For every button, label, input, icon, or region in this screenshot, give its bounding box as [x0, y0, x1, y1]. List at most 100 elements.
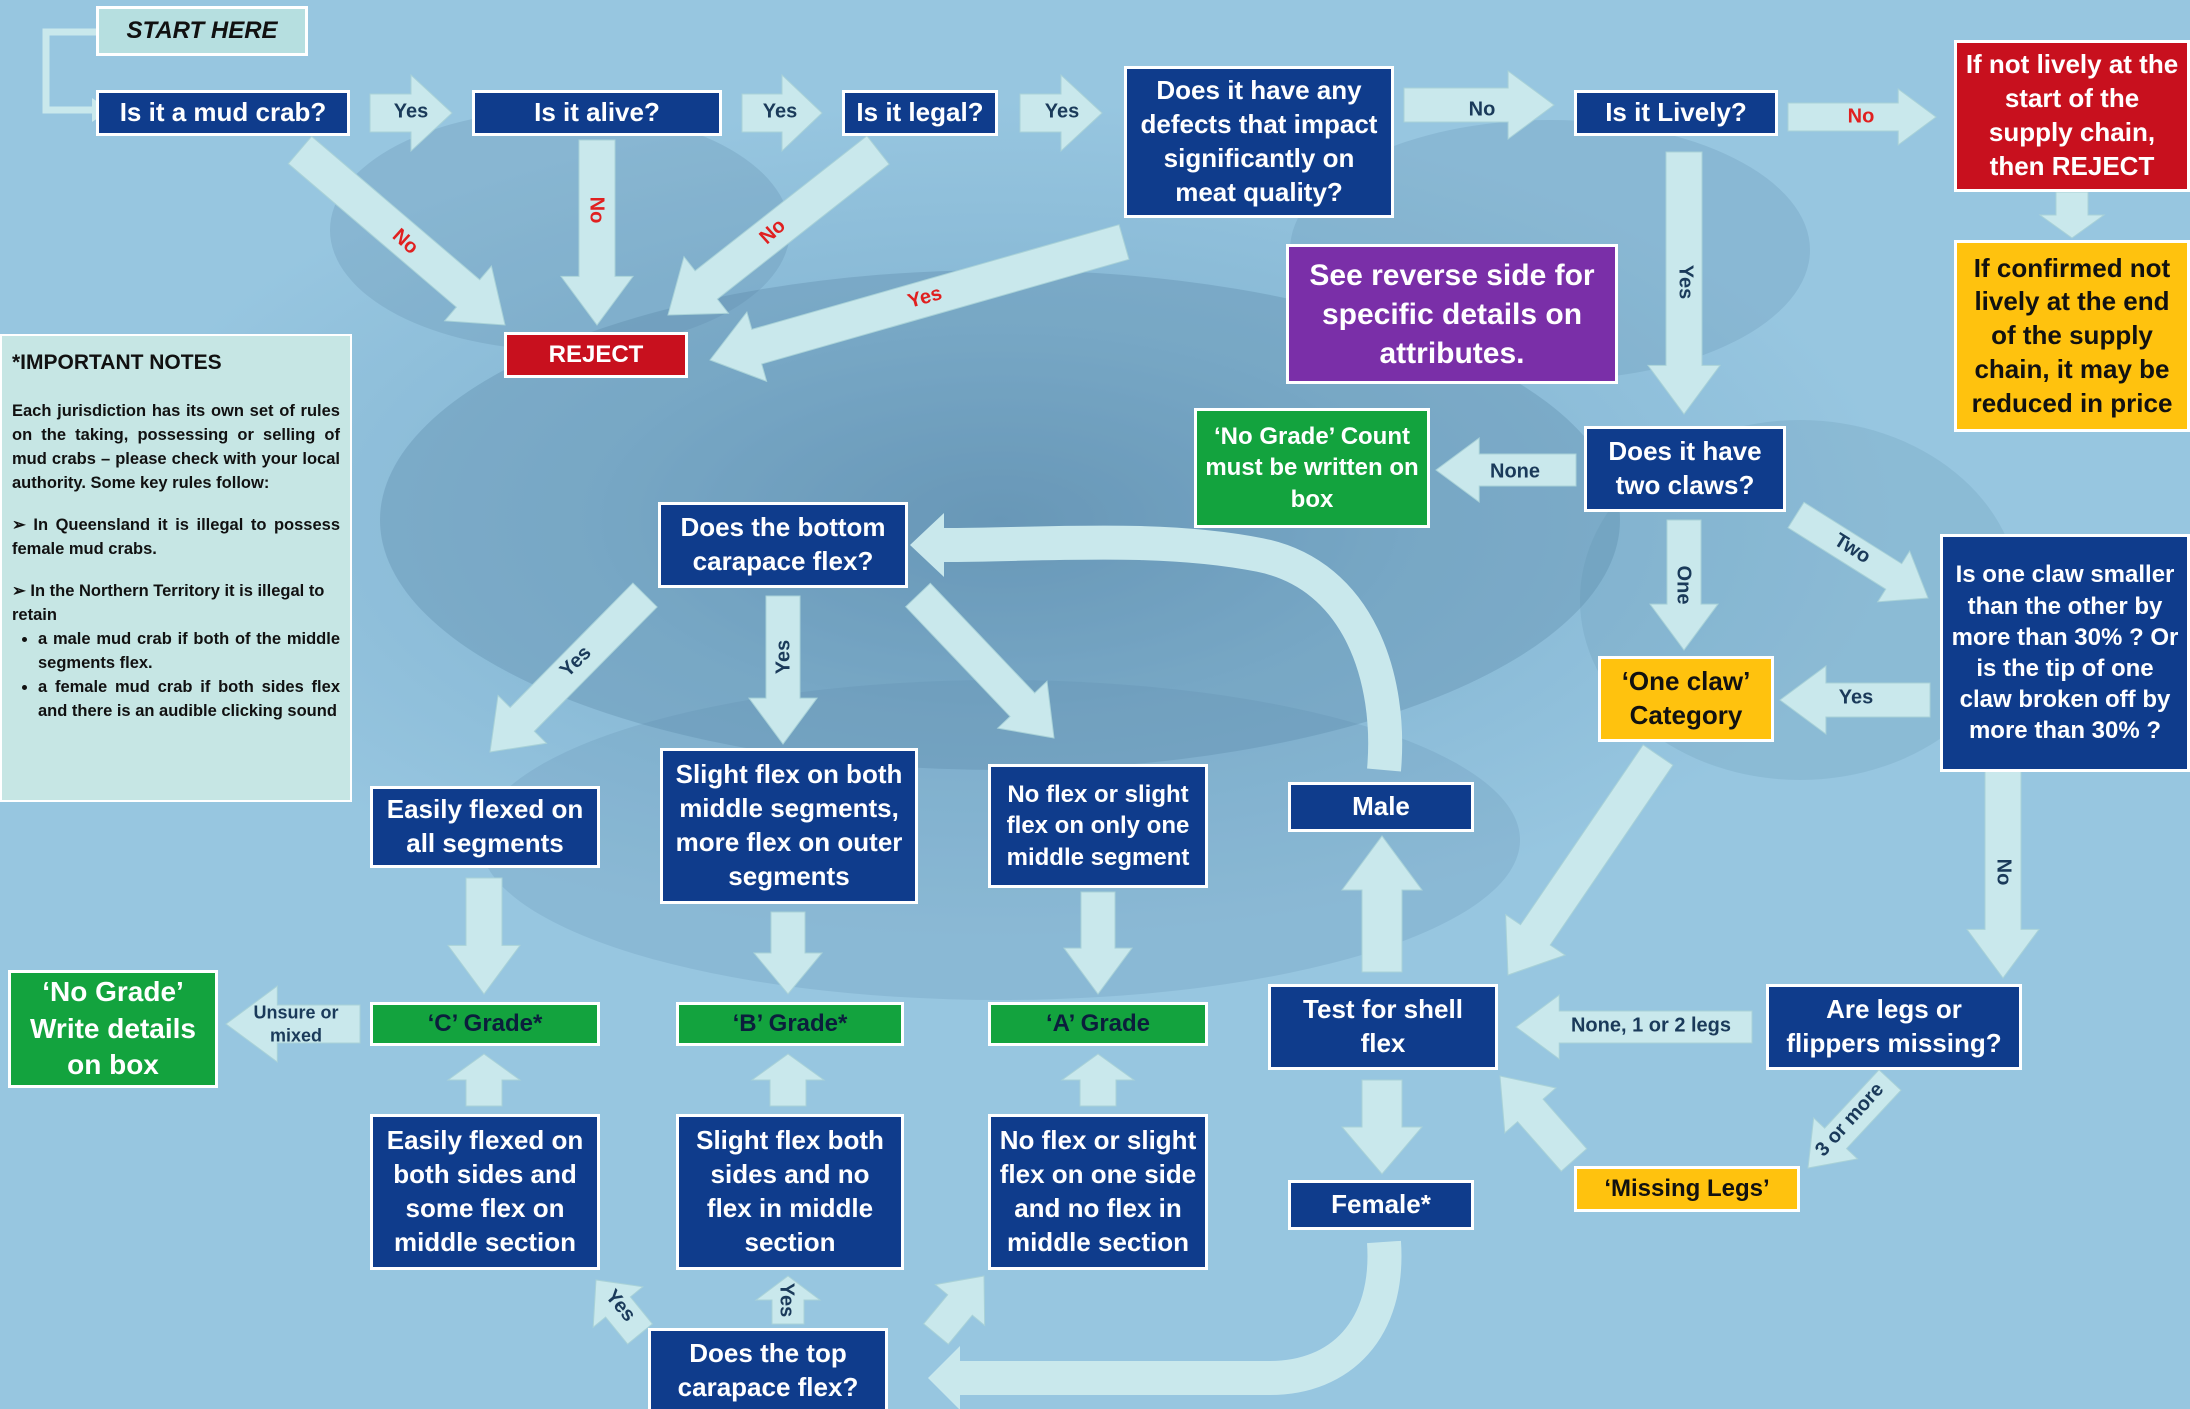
- top-easily-flexed-box: Easily flexed on both sides and some fle…: [370, 1114, 600, 1270]
- notes-nt-list: a male mud crab if both of the middle se…: [12, 628, 340, 724]
- alive-question: Is it alive?: [534, 97, 660, 128]
- bottom-slight-flex-box: Slight flex on both middle segments, mor…: [660, 748, 918, 904]
- label-yes-top-mid: Yes: [775, 1282, 798, 1318]
- bottom-slight-flex-text: Slight flex on both middle segments, mor…: [675, 759, 903, 891]
- missing-legs-text: ‘Missing Legs’: [1604, 1175, 1770, 1203]
- arrow-testshell-to-male: [1341, 835, 1423, 973]
- notes-northern-territory: ➢ In the Northern Territory it is illega…: [12, 581, 325, 624]
- reject-text: REJECT: [548, 341, 644, 369]
- arrow-topnone-to-a: [1060, 1053, 1136, 1107]
- label-unsure-or-mixed: Unsure or mixed: [253, 1002, 339, 1046]
- male-text: Male: [1352, 791, 1410, 822]
- arrow-twoclaws-to-clawsmaller: [1787, 501, 1929, 603]
- label-yes-alive: Yes: [762, 100, 798, 123]
- arrow-lively-to-notlively: [1787, 88, 1937, 146]
- grade-c-box: ‘C’ Grade*: [370, 1002, 600, 1046]
- arrow-mudcrab-to-alive: [369, 73, 453, 153]
- notes-intro: Each jurisdiction has its own set of rul…: [12, 402, 340, 493]
- arrow-testshell-to-female: [1340, 1079, 1424, 1175]
- legs-missing-question-box: Are legs or flippers missing?: [1766, 984, 2022, 1070]
- arrow-slight-to-b: [752, 911, 824, 995]
- arrow-lively-to-twoclaws: [1647, 151, 1721, 415]
- arrow-clawsmaller-to-legs: [1966, 769, 2040, 979]
- notes-nt-male: a male mud crab if both of the middle se…: [38, 628, 340, 676]
- label-no-alive: No: [585, 196, 608, 224]
- arrow-bottom-to-easy: [489, 582, 658, 753]
- bottom-easily-flexed-text: Easily flexed on all segments: [386, 794, 584, 858]
- reject-box: REJECT: [504, 332, 688, 378]
- notes-queensland: ➢ In Queensland it is illegal to possess…: [12, 516, 340, 559]
- arrow-legs-to-missinglegs: [1807, 1069, 1902, 1169]
- arrow-top-to-easy: [592, 1279, 654, 1345]
- grade-c-text: ‘C’ Grade*: [427, 1010, 543, 1038]
- top-slight-flex-box: Slight flex both sides and no flex in mi…: [676, 1114, 904, 1270]
- arrow-clawsmaller-to-oneclaw: [1779, 665, 1931, 735]
- claw-smaller-question: Is one claw smaller than the other by mo…: [1951, 561, 2179, 745]
- label-none-twoclaws: None: [1490, 460, 1540, 483]
- top-no-flex-text: No flex or slight flex on one side and n…: [999, 1125, 1197, 1257]
- bottom-easily-flexed-box: Easily flexed on all segments: [370, 786, 600, 868]
- bottom-carapace-question: Does the bottom carapace flex?: [680, 512, 886, 576]
- not-lively-start-box: If not lively at the start of the supply…: [1954, 40, 2190, 192]
- male-box: Male: [1288, 782, 1474, 832]
- notes-title: *IMPORTANT NOTES: [12, 351, 222, 374]
- arrow-twoclaws-to-nograde: [1435, 437, 1577, 503]
- top-slight-flex-text: Slight flex both sides and no flex in mi…: [696, 1125, 884, 1257]
- reverse-side-text: See reverse side for specific details on…: [1309, 258, 1595, 370]
- start-here-text: START HERE: [126, 17, 278, 45]
- test-shell-flex-box: Test for shell flex: [1268, 984, 1498, 1070]
- arrow-alive-to-reject: [560, 139, 634, 326]
- no-grade-count-text: ‘No Grade’ Count must be written on box: [1205, 423, 1419, 513]
- bottom-no-flex-box: No flex or slight flex on only one middl…: [988, 764, 1208, 888]
- arrow-oneclaw-to-testshell: [1505, 744, 1674, 976]
- two-claws-question: Does it have two claws?: [1608, 436, 1762, 500]
- alive-question-box: Is it alive?: [472, 90, 722, 136]
- mud-crab-question-box: Is it a mud crab?: [96, 90, 350, 136]
- one-claw-category-text: ‘One claw’ Category: [1621, 666, 1751, 730]
- test-shell-flex-text: Test for shell flex: [1303, 994, 1463, 1058]
- label-yes-bottom-mid: Yes: [772, 639, 795, 675]
- label-no-lively: No: [1847, 105, 1875, 128]
- bottom-carapace-question-box: Does the bottom carapace flex?: [658, 502, 908, 588]
- top-easily-flexed-text: Easily flexed on both sides and some fle…: [386, 1125, 584, 1257]
- lively-question-box: Is it Lively?: [1574, 90, 1778, 136]
- no-grade-write-box: ‘No Grade’ Write details on box: [8, 970, 218, 1088]
- arrow-bottom-to-slight: [748, 595, 818, 745]
- arrow-mudcrab-to-reject: [287, 135, 506, 326]
- two-claws-question-box: Does it have two claws?: [1584, 426, 1786, 512]
- arrow-none-to-a: [1063, 891, 1133, 995]
- bottom-no-flex-text: No flex or slight flex on only one middl…: [1006, 781, 1190, 871]
- no-grade-count-box: ‘No Grade’ Count must be written on box: [1194, 408, 1430, 528]
- grade-b-text: ‘B’ Grade*: [732, 1010, 848, 1038]
- arrow-defects-to-lively: [1403, 70, 1555, 140]
- no-grade-write-text: ‘No Grade’ Write details on box: [30, 976, 196, 1081]
- missing-legs-box: ‘Missing Legs’: [1574, 1166, 1800, 1212]
- label-one-twoclaws: One: [1672, 565, 1695, 605]
- grade-a-text: ‘A’ Grade: [1045, 1010, 1151, 1038]
- mud-crab-question: Is it a mud crab?: [119, 97, 327, 128]
- grade-a-box: ‘A’ Grade: [988, 1002, 1208, 1046]
- arrow-defects-to-reject: [709, 224, 1130, 383]
- arrow-legal-to-reject: [667, 135, 890, 316]
- label-no-defects: No: [1468, 98, 1496, 121]
- not-lively-start-text: If not lively at the start of the supply…: [1965, 49, 2179, 181]
- reverse-side-box: See reverse side for specific details on…: [1286, 244, 1618, 384]
- important-notes-panel: *IMPORTANT NOTES Each jurisdiction has i…: [0, 334, 352, 802]
- female-text: Female*: [1331, 1189, 1431, 1220]
- arrow-top-to-slight: [754, 1275, 822, 1325]
- arrow-bottom-to-none: [904, 582, 1055, 739]
- legal-question-box: Is it legal?: [842, 90, 998, 136]
- label-legs-none12: None, 1 or 2 legs: [1570, 1014, 1732, 1037]
- label-yes-lively: Yes: [1674, 264, 1697, 300]
- arrow-missinglegs-to-testshell: [1499, 1075, 1588, 1172]
- legs-missing-question: Are legs or flippers missing?: [1786, 994, 2002, 1058]
- notes-nt-female: a female mud crab if both sides flex and…: [38, 676, 340, 724]
- arrow-alive-to-legal: [741, 73, 823, 153]
- not-lively-end-text: If confirmed not lively at the end of th…: [1971, 252, 2173, 418]
- arrow-legal-to-defects: [1019, 73, 1103, 153]
- top-no-flex-box: No flex or slight flex on one side and n…: [988, 1114, 1208, 1270]
- not-lively-end-box: If confirmed not lively at the end of th…: [1954, 240, 2190, 432]
- arrow-easy-to-c: [447, 877, 521, 995]
- arrow-notlively-down: [2038, 191, 2106, 239]
